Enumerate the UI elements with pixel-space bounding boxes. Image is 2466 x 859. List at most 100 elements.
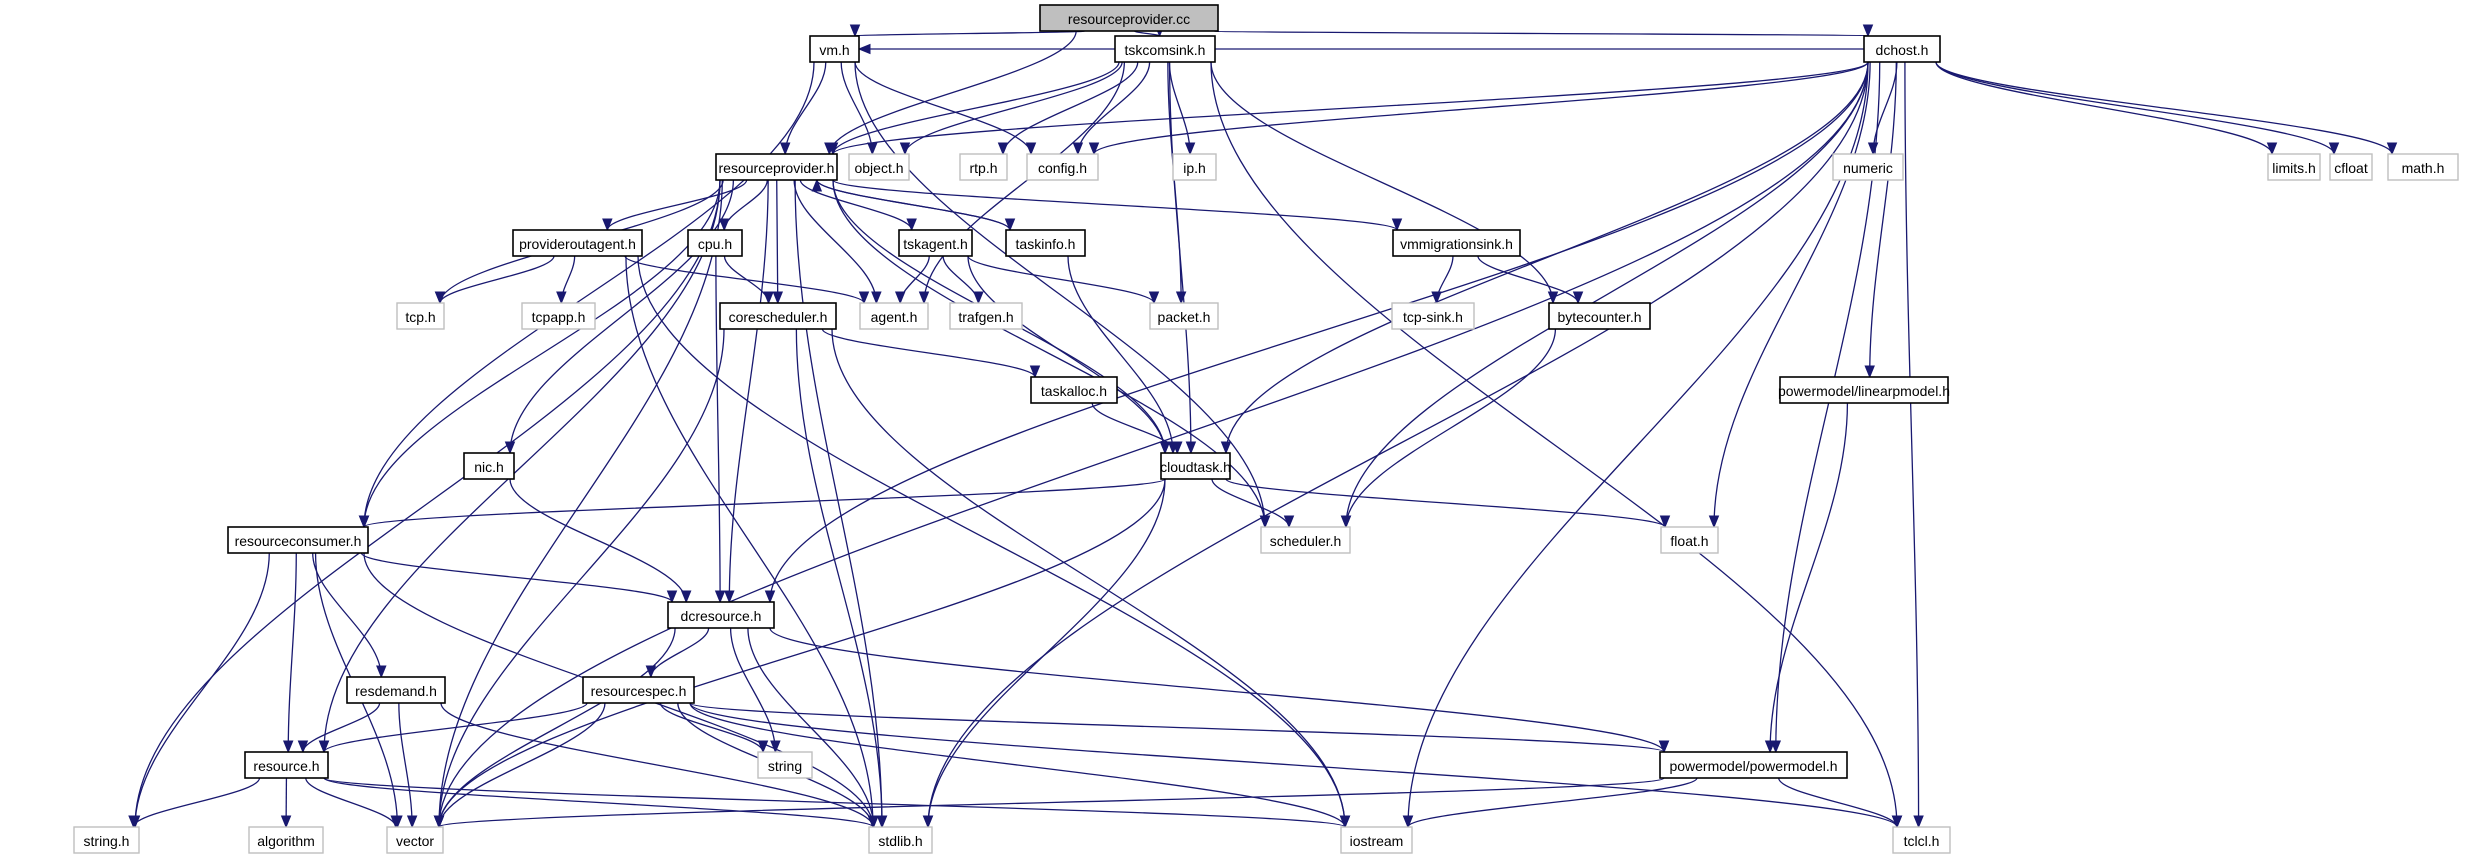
node-trafgen-h[interactable]: trafgen.h bbox=[949, 302, 1023, 330]
edge-dchost-h-to-limits-h bbox=[1935, 61, 2278, 156]
edge-dchost-h-to-cfloat bbox=[1935, 61, 2340, 156]
node-provideroutagent-h[interactable]: provideroutagent.h bbox=[512, 229, 643, 257]
edge-line bbox=[832, 179, 1266, 528]
edge-resourceprovider-h-to-dcresource-h bbox=[724, 179, 769, 604]
edge-tskcomsink-h-to-config-h bbox=[1072, 61, 1151, 156]
edge-line bbox=[624, 255, 865, 304]
node-box bbox=[1340, 826, 1413, 854]
node-dchost-h[interactable]: dchost.h bbox=[1863, 35, 1941, 63]
node-agent-h[interactable]: agent.h bbox=[859, 302, 929, 330]
node-math-h[interactable]: math.h bbox=[2387, 153, 2459, 181]
edge-vm-h-to-object-h bbox=[840, 61, 878, 156]
node-taskalloc-h[interactable]: taskalloc.h bbox=[1030, 376, 1118, 404]
node-box bbox=[1391, 302, 1475, 330]
node-float-h[interactable]: float.h bbox=[1660, 526, 1719, 554]
node-label: rtp.h bbox=[969, 160, 997, 176]
node-config-h[interactable]: config.h bbox=[1026, 153, 1099, 181]
arrowhead-icon bbox=[857, 43, 871, 55]
node-iostream[interactable]: iostream bbox=[1340, 826, 1413, 854]
edge-line bbox=[1168, 61, 1191, 155]
node-label: string.h bbox=[84, 833, 130, 849]
node-numeric[interactable]: numeric bbox=[1832, 153, 1904, 181]
node-packet-h[interactable]: packet.h bbox=[1149, 302, 1219, 330]
node-cpu-h[interactable]: cpu.h bbox=[687, 229, 743, 257]
node-tcp-h[interactable]: tcp.h bbox=[396, 302, 445, 330]
node-stdlib-h[interactable]: stdlib.h bbox=[868, 826, 933, 854]
node-resourcespec-h[interactable]: resourcespec.h bbox=[582, 676, 695, 704]
edge-resourceprovider-h-to-cpu-h bbox=[718, 179, 768, 232]
arrowhead-icon bbox=[556, 291, 567, 305]
node-tcpapp-h[interactable]: tcpapp.h bbox=[521, 302, 596, 330]
node-corescheduler-h[interactable]: corescheduler.h bbox=[719, 302, 837, 330]
node-tclcl-h[interactable]: tclcl.h bbox=[1892, 826, 1951, 854]
edge-line bbox=[816, 179, 1011, 231]
node-ip-h[interactable]: ip.h bbox=[1172, 153, 1217, 181]
arrowhead-icon bbox=[827, 142, 839, 156]
node-box bbox=[346, 676, 446, 704]
edge-line bbox=[363, 478, 1166, 528]
arrowhead-icon bbox=[358, 515, 370, 529]
node-resourceconsumer-h[interactable]: resourceconsumer.h bbox=[227, 526, 369, 554]
edge-line bbox=[439, 255, 555, 304]
node-tcp-sink-h[interactable]: tcp-sink.h bbox=[1391, 302, 1475, 330]
node-box bbox=[1005, 229, 1086, 257]
edge-line bbox=[1477, 255, 1579, 304]
node-dcresource-h[interactable]: dcresource.h bbox=[667, 601, 775, 629]
edge-corescheduler-h-to-taskalloc-h bbox=[821, 328, 1041, 379]
edge-line bbox=[1935, 61, 2393, 155]
edge-tskcomsink-h-to-bytecounter-h bbox=[1210, 61, 1559, 305]
arrowhead-icon bbox=[282, 740, 294, 754]
node-vmmigrationsink-h[interactable]: vmmigrationsink.h bbox=[1392, 229, 1521, 257]
node-box bbox=[1172, 153, 1217, 181]
node-powermodel-h[interactable]: powermodel/powermodel.h bbox=[1659, 751, 1848, 779]
edge-tskcomsink-h-to-rtp-h bbox=[997, 61, 1139, 156]
arrowhead-icon bbox=[2386, 142, 2398, 156]
node-label: cloudtask.h bbox=[1160, 459, 1231, 475]
node-string[interactable]: string bbox=[757, 751, 813, 779]
node-box bbox=[1114, 35, 1216, 63]
node-string-h[interactable]: string.h bbox=[73, 826, 140, 854]
node-box bbox=[1039, 4, 1219, 32]
node-linearpmodel-h[interactable]: powermodel/linearpmodel.h bbox=[1778, 376, 1950, 404]
edge-resdemand-h-to-resource-h bbox=[297, 702, 381, 754]
edge-line bbox=[1225, 478, 1666, 528]
node-box bbox=[1149, 302, 1219, 330]
edge-dcresource-h-to-powermodel-h bbox=[769, 627, 1670, 754]
arrowhead-icon bbox=[918, 291, 930, 305]
edge-line bbox=[1869, 61, 1897, 378]
node-taskinfo-h[interactable]: taskinfo.h bbox=[1005, 229, 1086, 257]
node-tskcomsink-h[interactable]: tskcomsink.h bbox=[1114, 35, 1216, 63]
edge-line bbox=[1168, 61, 1192, 454]
node-rtp-h[interactable]: rtp.h bbox=[959, 153, 1008, 181]
node-algorithm[interactable]: algorithm bbox=[248, 826, 324, 854]
node-cfloat[interactable]: cfloat bbox=[2329, 153, 2373, 181]
arrowhead-icon bbox=[602, 218, 613, 232]
node-scheduler-h[interactable]: scheduler.h bbox=[1260, 526, 1351, 554]
arrowhead-icon bbox=[1172, 441, 1183, 455]
node-object-h[interactable]: object.h bbox=[848, 153, 910, 181]
arrowhead-icon bbox=[1862, 24, 1874, 38]
node-resourceprovider-h[interactable]: resourceprovider.h bbox=[715, 153, 838, 181]
node-cloudtask-h[interactable]: cloudtask.h bbox=[1160, 452, 1231, 480]
edge-resourceprovider-cc-to-dchost-h bbox=[1213, 24, 1874, 38]
arrowhead-icon bbox=[1431, 291, 1442, 305]
node-nic-h[interactable]: nic.h bbox=[463, 452, 515, 480]
edge-resourceconsumer-h-to-dcresource-h bbox=[360, 552, 678, 604]
node-limits-h[interactable]: limits.h bbox=[2267, 153, 2321, 181]
arrowhead-icon bbox=[1891, 815, 1903, 829]
edge-line bbox=[854, 61, 1032, 155]
node-label: resourceconsumer.h bbox=[235, 533, 362, 549]
node-resource-h[interactable]: resource.h bbox=[244, 751, 329, 779]
arrowhead-icon bbox=[1764, 740, 1776, 754]
node-vm-h[interactable]: vm.h bbox=[809, 35, 860, 63]
node-resdemand-h[interactable]: resdemand.h bbox=[346, 676, 446, 704]
arrowhead-icon bbox=[433, 815, 445, 829]
node-bytecounter-h[interactable]: bytecounter.h bbox=[1548, 302, 1651, 330]
node-tskagent-h[interactable]: tskagent.h bbox=[898, 229, 973, 257]
node-vector[interactable]: vector bbox=[386, 826, 444, 854]
edge-resdemand-h-to-vector bbox=[398, 702, 418, 829]
edge-resourceprovider-h-to-string-h bbox=[129, 179, 721, 829]
edge-line bbox=[832, 61, 1120, 155]
node-resourceprovider-cc[interactable]: resourceprovider.cc bbox=[1039, 4, 1219, 32]
node-box bbox=[1548, 302, 1651, 330]
